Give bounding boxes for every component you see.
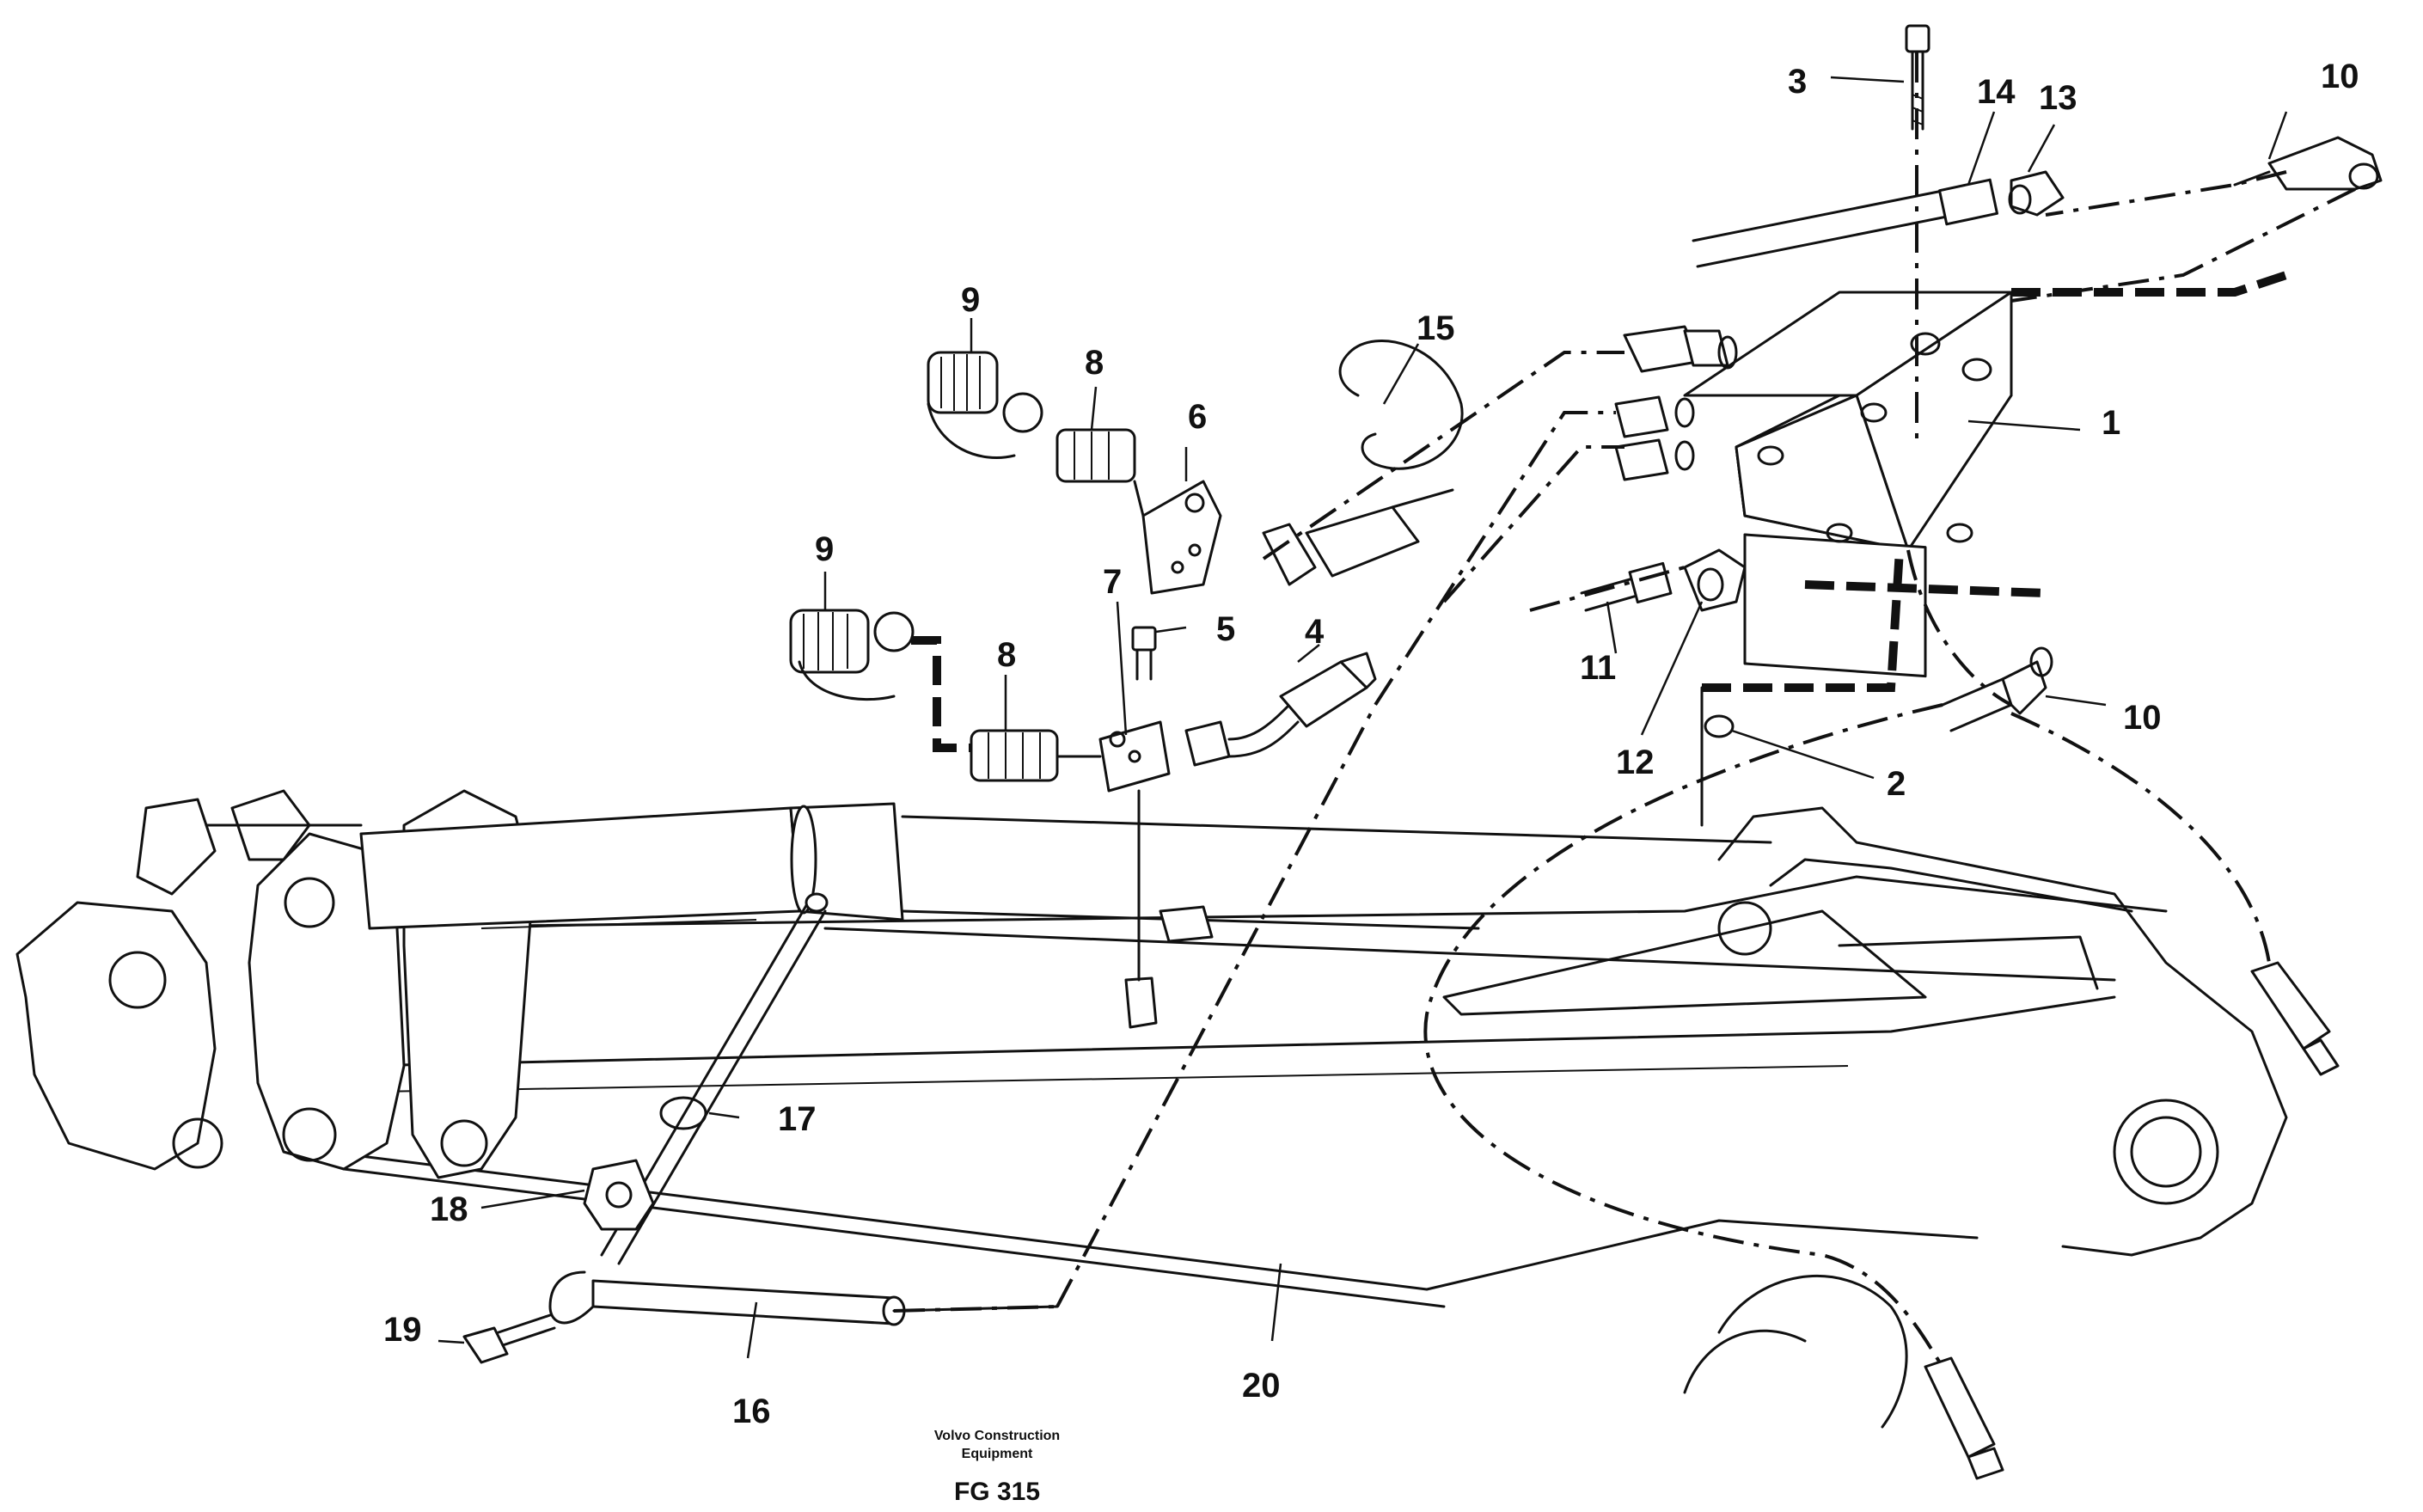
o-ring-17 — [659, 1096, 707, 1130]
callout-14: 14 — [1977, 73, 2016, 111]
callout-15: 15 — [1416, 309, 1455, 347]
callout-18: 18 — [430, 1191, 468, 1228]
valve-block — [1683, 291, 2013, 678]
figure-code: FG 315 — [954, 1478, 1040, 1506]
callout-1: 1 — [2102, 404, 2120, 442]
publisher-line-1: Volvo Construction — [934, 1429, 1060, 1443]
callout-9-upper: 9 — [961, 281, 980, 319]
leader-lines — [437, 76, 2288, 1359]
callout-9-lower: 9 — [815, 530, 834, 568]
publisher-line-2: Equipment — [962, 1447, 1033, 1461]
callout-17: 17 — [778, 1100, 817, 1138]
callout-6: 6 — [1188, 398, 1207, 436]
callout-labels: 1 2 3 4 5 6 7 8 8 9 9 10 10 11 12 13 14 … — [383, 58, 2359, 1430]
callout-3: 3 — [1788, 63, 1807, 101]
elbow-12 — [1683, 548, 1747, 612]
callout-16: 16 — [732, 1393, 771, 1430]
clamp-18 — [583, 1159, 655, 1231]
callout-7: 7 — [1103, 563, 1122, 601]
bolt-19 — [462, 1313, 556, 1364]
callout-5: 5 — [1216, 610, 1235, 648]
fitting-13 — [2008, 170, 2065, 217]
callout-13: 13 — [2039, 79, 2077, 117]
coupler-assembly-upper — [927, 340, 1464, 595]
callout-20: 20 — [1242, 1367, 1281, 1405]
fitting-10-right — [1941, 646, 2053, 732]
callout-19: 19 — [383, 1311, 422, 1349]
callout-4: 4 — [1305, 613, 1325, 651]
callout-10-top: 10 — [2321, 58, 2359, 95]
block-fittings — [1614, 325, 1738, 481]
fitting-10-top — [2233, 136, 2383, 191]
fitting-lower-right — [2250, 961, 2340, 1076]
callout-2: 2 — [1887, 765, 1906, 803]
callout-11: 11 — [1580, 649, 1616, 687]
callout-10-right: 10 — [2123, 699, 2162, 737]
callout-8-upper: 8 — [1085, 344, 1104, 382]
boom-structure — [15, 789, 2288, 1429]
washer-2 — [1704, 714, 1735, 738]
figure-caption: Volvo Construction Equipment FG 315 — [934, 1429, 1060, 1506]
hose-14 — [1692, 178, 1999, 268]
hose-11 — [1580, 561, 1673, 612]
connection-lines — [892, 52, 2356, 1368]
fitting-bottom — [1924, 1356, 2004, 1480]
coupler-assembly-lower — [789, 609, 1377, 1029]
callout-8-lower: 8 — [997, 636, 1016, 674]
pipe-16 — [548, 892, 906, 1326]
callout-12: 12 — [1616, 744, 1655, 781]
